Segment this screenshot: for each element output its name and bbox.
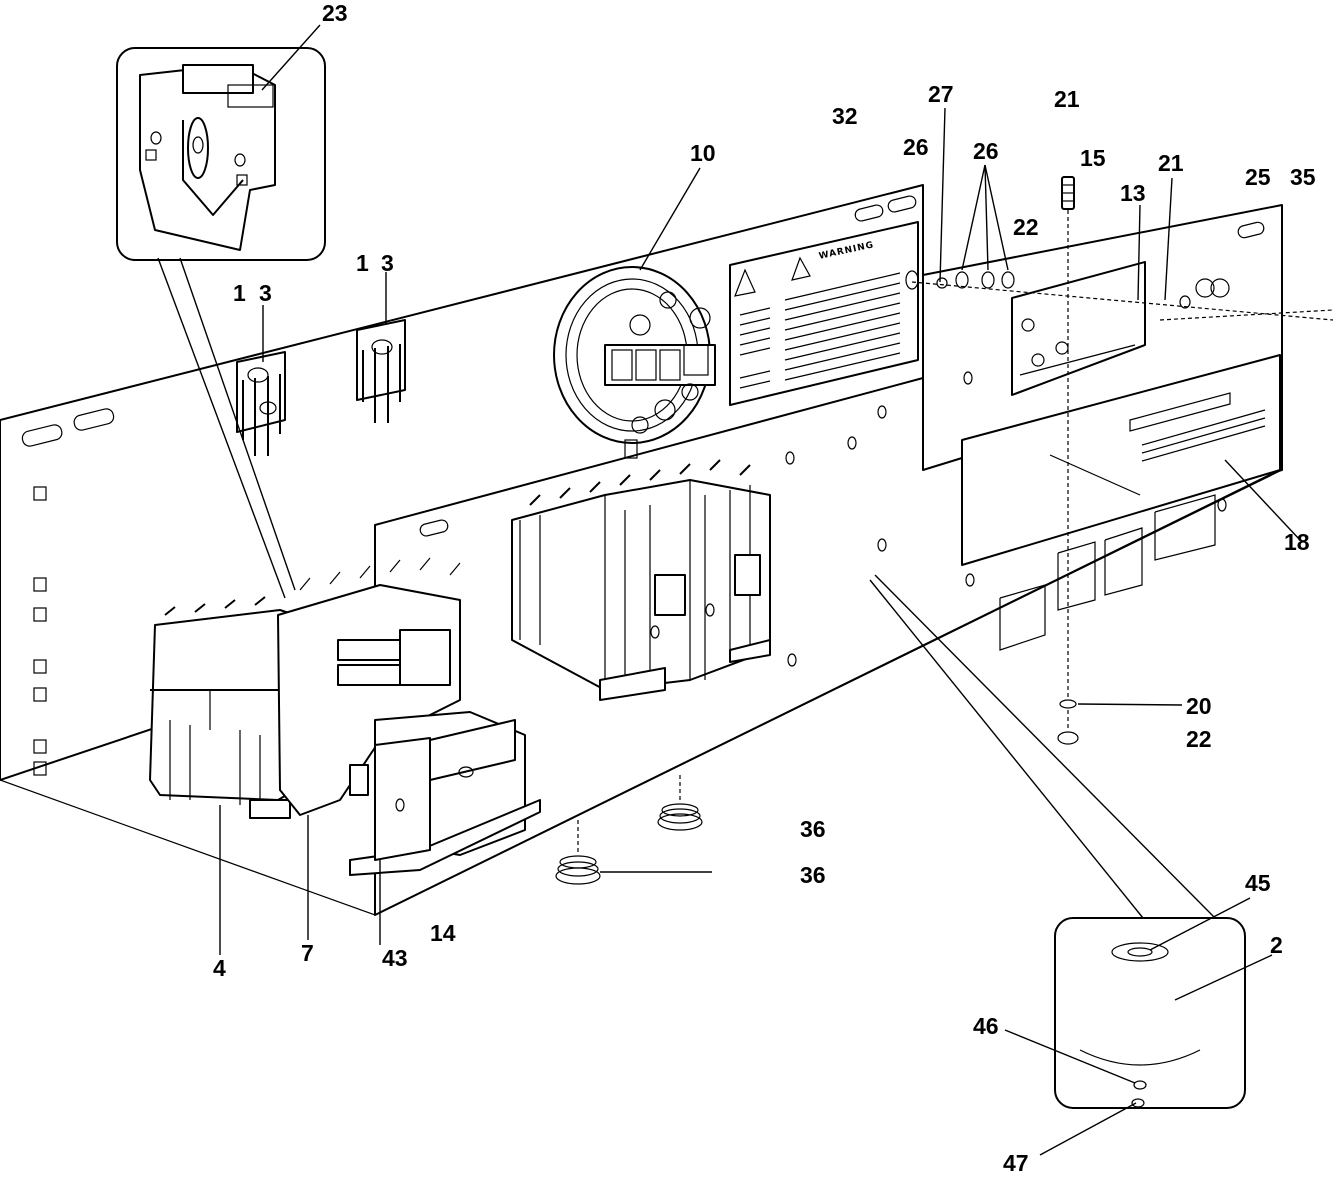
callout-45: 45	[1245, 870, 1271, 896]
contactor-middle	[511, 459, 771, 701]
contactor-4	[149, 596, 296, 819]
callout-35: 35	[1290, 164, 1316, 190]
callout-10: 10	[690, 140, 716, 166]
callout-1-left: 1	[233, 280, 246, 306]
hardware-row-26-27	[905, 270, 1333, 321]
washer-20-22	[1057, 699, 1079, 745]
callout-46: 46	[973, 1013, 999, 1039]
callout-26-right: 26	[973, 138, 999, 164]
contactor-7	[277, 557, 461, 816]
label-18	[961, 354, 1281, 651]
callout-22-bottom: 22	[1186, 726, 1212, 752]
callout-36-lower: 36	[800, 862, 826, 888]
callout-27: 27	[928, 81, 954, 107]
callout-21-right: 21	[1158, 150, 1184, 176]
spring-washer-lower	[555, 820, 601, 885]
callout-14: 14	[430, 920, 456, 946]
callout-32: 32	[832, 103, 858, 129]
callout-47: 47	[1003, 1150, 1029, 1176]
screw-15	[1061, 176, 1075, 700]
terminal-block-right	[356, 319, 406, 423]
callout-36-upper: 36	[800, 816, 826, 842]
callout-43: 43	[382, 945, 408, 971]
transformer-14	[349, 711, 541, 876]
callout-1-right: 1	[356, 250, 369, 276]
leader-lines	[219, 24, 1301, 1156]
nameplate-13	[1011, 261, 1146, 396]
timer-dial-10	[553, 266, 716, 459]
warning-label	[729, 221, 919, 406]
callout-3-right: 3	[381, 250, 394, 276]
callout-25: 25	[1245, 164, 1271, 190]
detail-inset-23	[116, 47, 326, 261]
callout-23: 23	[322, 0, 348, 26]
callout-26-left: 26	[903, 134, 929, 160]
callout-3-left: 3	[259, 280, 272, 306]
callout-21-top: 21	[1054, 86, 1080, 112]
terminal-block-left	[236, 351, 286, 456]
callout-4: 4	[213, 955, 226, 981]
callout-18: 18	[1284, 529, 1310, 555]
detail-inset-2	[1054, 917, 1246, 1109]
callout-15: 15	[1080, 145, 1106, 171]
callout-20: 20	[1186, 693, 1212, 719]
callout-2: 2	[1270, 932, 1283, 958]
callout-13: 13	[1120, 180, 1146, 206]
callout-7: 7	[301, 940, 314, 966]
spring-washer-upper	[657, 775, 703, 831]
callout-22-top: 22	[1013, 214, 1039, 240]
